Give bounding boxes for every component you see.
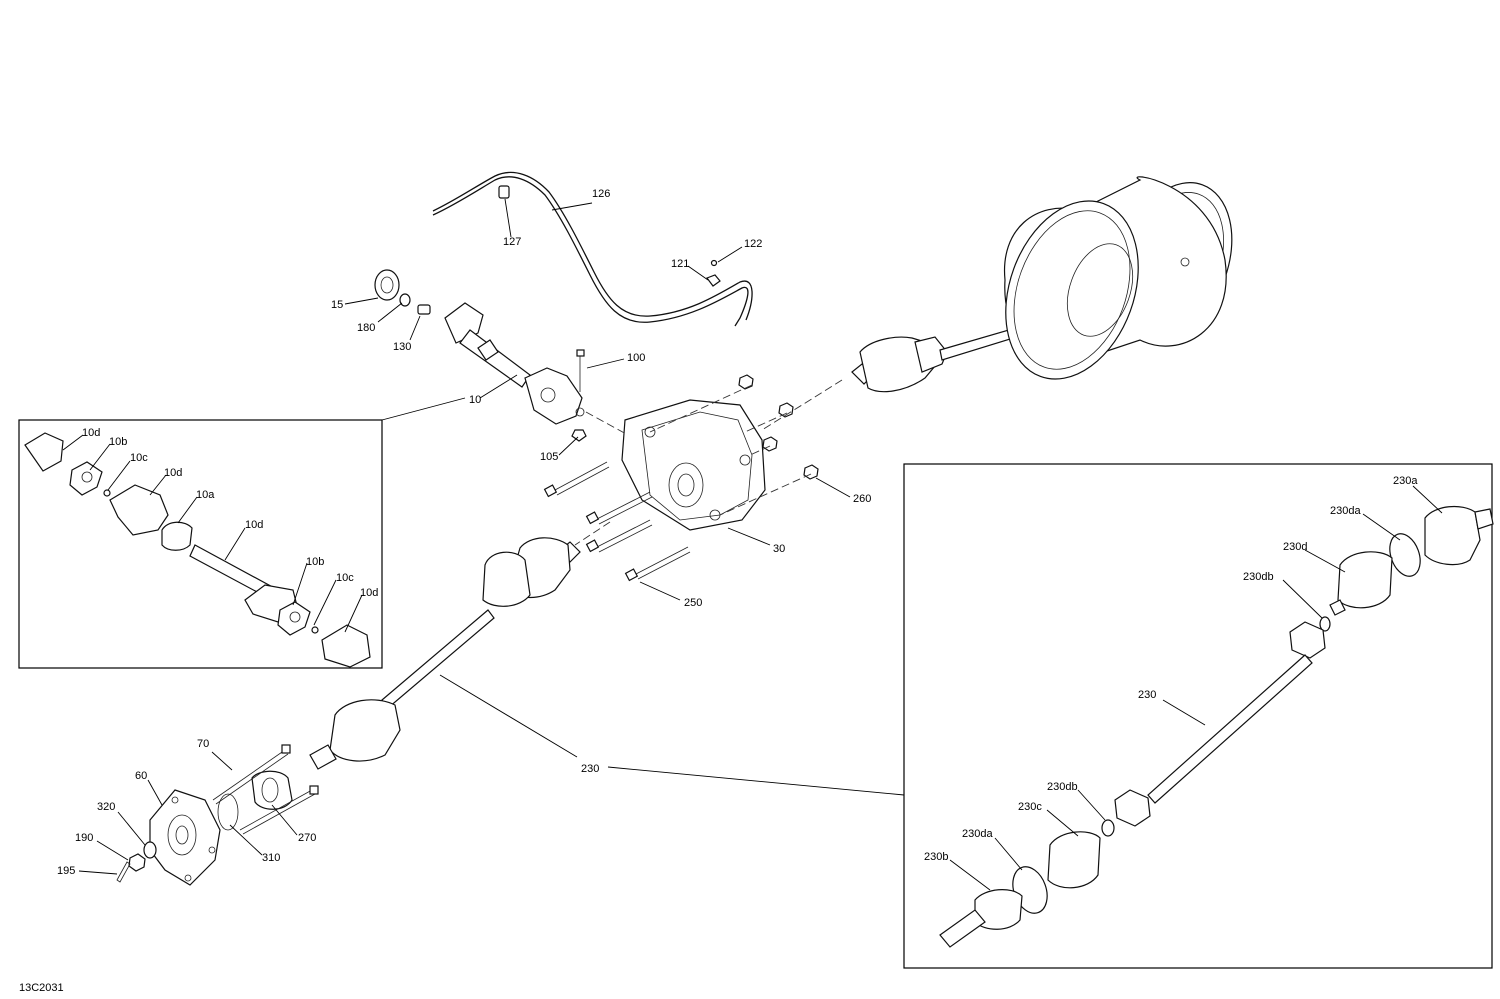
ring-180 [399,293,411,307]
callout-30: 30 [773,543,785,555]
bolt-100 [576,349,585,392]
left-drive-axle [309,537,581,770]
seal-15 [374,269,400,301]
callout-230c: 230c [1018,801,1042,813]
callout-122: 122 [744,238,762,250]
callout-230a: 230a [1393,475,1418,487]
washer-320 [143,841,157,859]
assembly-lines [574,379,843,546]
spring-130 [417,304,431,315]
callout-10b: 10b [109,436,127,448]
callout-labels: 126 127 122 121 15 180 130 100 10 105 26… [57,188,1418,877]
circlip-310 [217,793,239,831]
callout-180: 180 [357,322,375,334]
callout-230db: 230db [1047,781,1078,793]
hose-clip [498,185,510,199]
callout-250: 250 [684,597,702,609]
callout-310: 310 [262,852,280,864]
vent-hose [432,171,753,327]
wheel-rim [1003,176,1233,380]
callout-100: 100 [627,352,645,364]
callout-270: 270 [298,832,316,844]
callout-230d: 230d [1283,541,1307,553]
callout-10b: 10b [306,556,324,568]
callout-10a: 10a [196,489,215,501]
bearing-270 [251,770,293,810]
leader-lines [62,198,1443,891]
inset-driveshaft-breakdown [903,463,1494,969]
bolt-250 [543,461,691,582]
callout-10c: 10c [130,452,148,464]
callout-230db: 230db [1243,571,1274,583]
propeller-shaft [444,302,585,425]
callout-105: 105 [540,451,558,463]
callout-230: 230 [581,763,599,775]
nut-122 [710,259,718,267]
callout-10d: 10d [164,467,182,479]
callout-60: 60 [135,770,147,782]
callout-10c: 10c [336,572,354,584]
figure-reference: 13C2031 [19,982,64,994]
cotter-pin-195 [116,861,131,883]
callout-121: 121 [671,258,689,270]
clip-121 [706,274,721,287]
callout-190: 190 [75,832,93,844]
hub-60 [149,789,221,886]
callout-230da: 230da [1330,505,1361,517]
inset-propshaft-breakdown [18,419,383,669]
callout-10d: 10d [360,587,378,599]
callout-230da: 230da [962,828,993,840]
callout-126: 126 [592,188,610,200]
nut-105 [571,429,587,442]
callout-10d: 10d [82,427,100,439]
callout-130: 130 [393,341,411,353]
callout-230: 230 [1138,689,1156,701]
differential-housing [621,399,766,531]
nut-190 [128,853,146,872]
callout-320: 320 [97,801,115,813]
callout-15: 15 [331,299,343,311]
callout-230b: 230b [924,851,948,863]
callout-127: 127 [503,236,521,248]
callout-260: 260 [853,493,871,505]
callout-10d: 10d [245,519,263,531]
callout-10: 10 [469,394,481,406]
callout-195: 195 [57,865,75,877]
callout-70: 70 [197,738,209,750]
